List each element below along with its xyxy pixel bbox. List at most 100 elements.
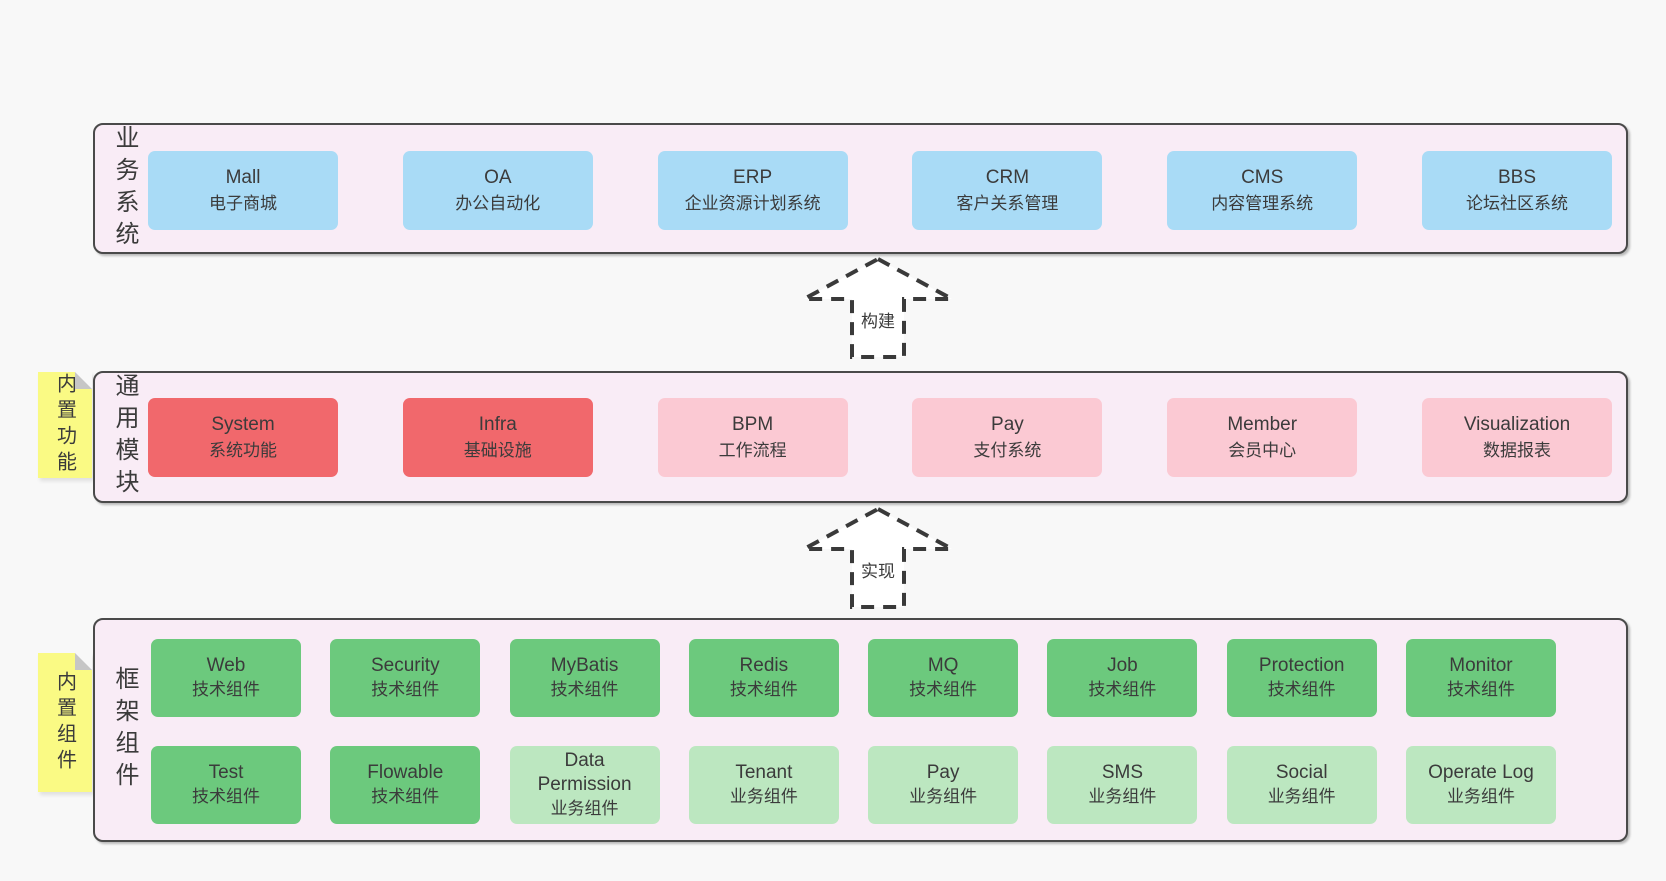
box-title: Infra [478, 414, 517, 435]
box-subtitle: 技术组件 [1446, 680, 1515, 699]
box-title: ERP [733, 167, 773, 188]
sticky-note-text: 内置组件 [53, 670, 76, 775]
box-title: MyBatis [550, 655, 619, 676]
box-subtitle: 会员中心 [1228, 441, 1297, 460]
box-title: MQ [927, 655, 959, 676]
box-subtitle: 业务组件 [1088, 787, 1157, 806]
box-title: CRM [985, 167, 1030, 188]
box-title: Member [1227, 414, 1298, 435]
box-subtitle: 企业资源计划系统 [684, 194, 821, 213]
up-arrow-icon [803, 256, 953, 359]
box-subtitle: 业务组件 [1446, 787, 1515, 806]
box-title: Data Permission [537, 750, 632, 795]
layer-title-framework-components: 框架组件 [111, 666, 138, 794]
box-redis: Redis 技术组件 [688, 639, 839, 717]
box-flowable: Flowable 技术组件 [330, 746, 481, 824]
arrow-up-build: 构建 [800, 256, 956, 360]
box-subtitle: 技术组件 [909, 680, 978, 699]
box-subtitle: 工作流程 [718, 441, 787, 460]
box-title: Flowable [367, 762, 444, 783]
box-protection: Protection 技术组件 [1226, 639, 1377, 717]
box-bbs: BBS 论坛社区系统 [1421, 151, 1612, 230]
box-subtitle: 客户关系管理 [956, 194, 1059, 213]
framework-components-row-1: Web 技术组件 Security 技术组件 MyBatis 技术组件 Redi… [95, 639, 1626, 717]
box-subtitle: 数据报表 [1482, 441, 1551, 460]
box-subtitle: 技术组件 [371, 680, 440, 699]
arrow-label-build: 构建 [858, 311, 898, 333]
box-subtitle: 技术组件 [192, 787, 260, 806]
layer-common-modules: 通用模块 System 系统功能 Infra 基础设施 BPM 工作流程 Pay… [93, 371, 1628, 503]
box-subtitle: 业务组件 [550, 799, 619, 818]
box-monitor: Monitor 技术组件 [1405, 639, 1556, 717]
box-title: Pay [991, 414, 1024, 435]
box-operate-log: Operate Log 业务组件 [1405, 746, 1556, 824]
layer-title-business-systems: 业务系统 [111, 124, 138, 253]
box-visualization: Visualization 数据报表 [1421, 398, 1612, 477]
box-mall: Mall 电子商城 [148, 151, 338, 230]
box-subtitle: 内容管理系统 [1211, 194, 1314, 213]
box-subtitle: 业务组件 [729, 787, 798, 806]
business-systems-row: Mall 电子商城 OA 办公自动化 ERP 企业资源计划系统 CRM 客户关系… [95, 151, 1626, 230]
box-title: Redis [739, 655, 789, 676]
box-title: Social [1275, 762, 1328, 783]
box-member: Member 会员中心 [1167, 398, 1358, 477]
box-subtitle: 支付系统 [973, 441, 1042, 460]
box-title: CMS [1241, 167, 1284, 188]
box-web: Web 技术组件 [151, 639, 301, 717]
folded-corner-icon [75, 653, 92, 670]
arrow-up-implement: 实现 [800, 506, 956, 610]
box-title: Test [208, 762, 244, 783]
sticky-note-text: 内置功能 [53, 373, 76, 477]
box-bpm: BPM 工作流程 [657, 398, 848, 477]
box-subtitle: 系统功能 [209, 441, 277, 460]
sticky-note-builtin-features: 内置功能 [38, 372, 92, 478]
box-title: Job [1107, 655, 1138, 676]
box-oa: OA 办公自动化 [402, 151, 593, 230]
box-subtitle: 技术组件 [550, 680, 619, 699]
box-subtitle: 论坛社区系统 [1465, 194, 1568, 213]
layer-title-common-modules: 通用模块 [111, 373, 138, 501]
box-title: Operate Log [1428, 762, 1534, 783]
box-title: OA [484, 167, 512, 188]
box-title: Protection [1258, 655, 1345, 676]
box-title: Pay [926, 762, 960, 783]
box-erp: ERP 企业资源计划系统 [657, 151, 848, 230]
box-subtitle: 办公自动化 [455, 194, 541, 213]
box-mybatis: MyBatis 技术组件 [509, 639, 660, 717]
folded-corner-icon [75, 372, 92, 389]
box-infra: Infra 基础设施 [402, 398, 593, 477]
box-title: BBS [1497, 167, 1536, 188]
box-job: Job 技术组件 [1047, 639, 1198, 717]
box-title: Mall [225, 167, 261, 188]
box-subtitle: 技术组件 [1088, 680, 1157, 699]
box-title: Web [206, 655, 246, 676]
box-cms: CMS 内容管理系统 [1167, 151, 1358, 230]
layer-business-systems: 业务系统 Mall 电子商城 OA 办公自动化 ERP 企业资源计划系统 CRM… [93, 123, 1628, 254]
sticky-note-builtin-components: 内置组件 [38, 653, 92, 792]
box-sms: SMS 业务组件 [1047, 746, 1198, 824]
box-title: System [211, 414, 275, 435]
box-subtitle: 技术组件 [729, 680, 798, 699]
box-subtitle: 电子商城 [209, 194, 277, 213]
box-pay-system: Pay 支付系统 [912, 398, 1103, 477]
box-test: Test 技术组件 [151, 746, 301, 824]
box-title: Security [370, 655, 440, 676]
box-title: BPM [732, 414, 774, 435]
layer-framework-components: 框架组件 Web 技术组件 Security 技术组件 MyBatis 技术组件… [93, 618, 1628, 842]
up-arrow-icon [803, 506, 953, 609]
box-subtitle: 基础设施 [463, 441, 532, 460]
common-modules-row: System 系统功能 Infra 基础设施 BPM 工作流程 Pay 支付系统… [95, 398, 1626, 477]
box-subtitle: 技术组件 [371, 787, 440, 806]
box-system: System 系统功能 [148, 398, 338, 477]
box-data-permission: Data Permission 业务组件 [509, 746, 660, 824]
box-security: Security 技术组件 [330, 639, 481, 717]
arrow-label-implement: 实现 [858, 561, 898, 583]
box-crm: CRM 客户关系管理 [912, 151, 1103, 230]
box-tenant: Tenant 业务组件 [688, 746, 839, 824]
box-subtitle: 业务组件 [1267, 787, 1336, 806]
box-subtitle: 业务组件 [909, 787, 978, 806]
box-subtitle: 技术组件 [1267, 680, 1336, 699]
box-title: SMS [1101, 762, 1143, 783]
box-social: Social 业务组件 [1226, 746, 1377, 824]
